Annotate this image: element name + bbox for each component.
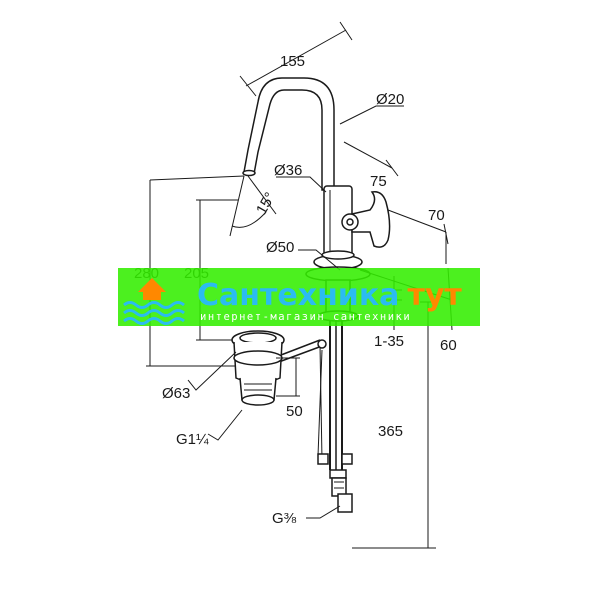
- dim-365: 365: [378, 423, 403, 440]
- faucet-lever: [341, 190, 391, 248]
- dim-dia-36: Ø36: [274, 162, 302, 179]
- supply-hoses: [317, 320, 353, 513]
- dim-1-35: 1-35: [374, 333, 404, 350]
- dim-70: 70: [428, 207, 445, 224]
- watermark-title-accent: тут: [407, 278, 462, 313]
- watermark-logo-icon: [123, 278, 185, 325]
- dim-dia-20: Ø20: [376, 91, 404, 108]
- dim-dia-50: Ø50: [266, 239, 294, 256]
- watermark-subtitle: интернет-магазин сантехники: [200, 311, 411, 323]
- faucet-spout: [242, 77, 335, 191]
- dim-dia-63: Ø63: [162, 385, 190, 402]
- watermark-band: [118, 268, 480, 326]
- dim-60: 60: [440, 337, 457, 354]
- popup-waste: [231, 330, 285, 406]
- watermark-title-main: Сантехника: [197, 278, 399, 313]
- dim-155: 155: [280, 53, 305, 70]
- dim-g3-8: G⅜: [272, 510, 297, 527]
- dim-50: 50: [286, 403, 303, 420]
- dim-g1-1-4: G1¼: [176, 431, 209, 448]
- dim-75: 75: [370, 173, 387, 190]
